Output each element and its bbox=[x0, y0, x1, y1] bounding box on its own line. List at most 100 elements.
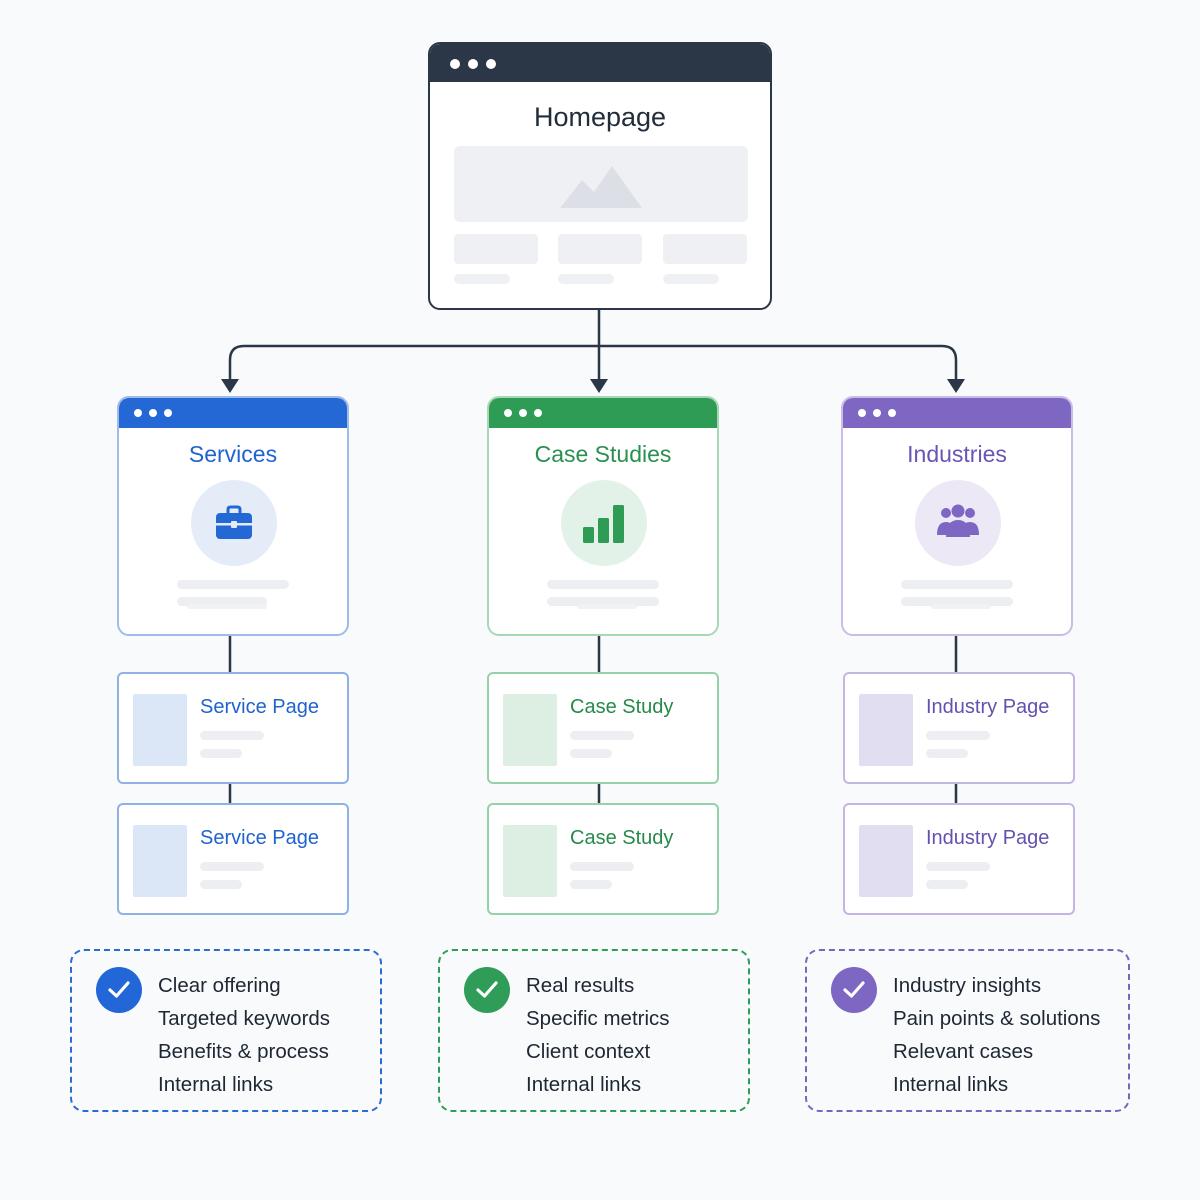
text-line-placeholder bbox=[901, 580, 1013, 589]
feature-item: Specific metrics bbox=[526, 1007, 670, 1030]
window-dot bbox=[486, 59, 496, 69]
page-thumbnail bbox=[133, 825, 187, 897]
text-line-placeholder bbox=[570, 731, 634, 740]
hero-image-placeholder bbox=[454, 146, 748, 222]
feature-item: Internal links bbox=[526, 1073, 642, 1096]
arrowhead-services bbox=[221, 379, 239, 393]
text-line-placeholder bbox=[926, 749, 968, 758]
homepage-title: Homepage bbox=[533, 102, 667, 132]
text-line-placeholder bbox=[558, 274, 614, 284]
connector-home-industries bbox=[597, 344, 958, 384]
industries-window: Industries bbox=[841, 396, 1073, 636]
text-line-placeholder bbox=[200, 880, 242, 889]
feature-item: Internal links bbox=[893, 1073, 1009, 1096]
text-line-placeholder bbox=[663, 274, 719, 284]
page-thumbnail bbox=[859, 825, 913, 897]
window-dot bbox=[149, 409, 157, 417]
case-studies-title: Case Studies bbox=[534, 441, 672, 467]
text-line-placeholder bbox=[901, 597, 1013, 606]
text-line-placeholder bbox=[177, 580, 289, 589]
text-line-placeholder bbox=[926, 731, 990, 740]
window-dot bbox=[134, 409, 142, 417]
services-icon-circle bbox=[191, 480, 277, 566]
features-list: Industry insights Pain points & solution… bbox=[893, 969, 1100, 1101]
checkmark-icon bbox=[843, 981, 865, 998]
text-line-placeholder bbox=[570, 749, 612, 758]
service-page-label: Service Page bbox=[200, 827, 319, 849]
industries-icon-circle bbox=[915, 480, 1001, 566]
content-block-placeholder bbox=[454, 234, 538, 264]
case-studies-window: Case Studies bbox=[487, 396, 719, 636]
text-line-placeholder bbox=[200, 862, 264, 871]
text-line-placeholder bbox=[454, 274, 510, 284]
window-dot bbox=[450, 59, 460, 69]
text-line-placeholder bbox=[547, 580, 659, 589]
page-thumbnail bbox=[133, 694, 187, 766]
services-features-box: Clear offering Targeted keywords Benefit… bbox=[70, 949, 382, 1112]
case-study-label: Case Study bbox=[570, 827, 674, 849]
arrowhead-cases bbox=[590, 379, 608, 393]
case-study-card: Case Study bbox=[487, 803, 719, 915]
feature-item: Clear offering bbox=[158, 974, 281, 997]
text-line-placeholder bbox=[570, 880, 612, 889]
content-block-placeholder bbox=[558, 234, 642, 264]
text-line-placeholder bbox=[570, 862, 634, 871]
feature-item: Internal links bbox=[158, 1073, 274, 1096]
services-title-bar bbox=[119, 398, 347, 428]
window-dot bbox=[468, 59, 478, 69]
text-line-placeholder bbox=[200, 731, 264, 740]
window-dot bbox=[534, 409, 542, 417]
service-page-card: Service Page bbox=[117, 672, 349, 784]
services-title: Services bbox=[188, 441, 278, 467]
homepage-title-bar bbox=[430, 44, 770, 82]
text-line-placeholder bbox=[577, 604, 637, 609]
industries-title: Industries bbox=[907, 441, 1007, 467]
checkmark-icon bbox=[108, 981, 130, 998]
features-list: Clear offering Targeted keywords Benefit… bbox=[158, 969, 330, 1101]
text-line-placeholder bbox=[177, 597, 267, 606]
service-page-label: Service Page bbox=[200, 696, 319, 718]
feature-item: Client context bbox=[526, 1040, 651, 1063]
arrowhead-industries bbox=[947, 379, 965, 393]
text-line-placeholder bbox=[931, 604, 991, 609]
case-studies-features-box: Real results Specific metrics Client con… bbox=[438, 949, 750, 1112]
industry-page-label: Industry Page bbox=[926, 696, 1050, 718]
feature-item: Targeted keywords bbox=[158, 1007, 331, 1030]
people-group-icon bbox=[937, 504, 979, 537]
text-line-placeholder bbox=[200, 749, 242, 758]
case-study-card: Case Study bbox=[487, 672, 719, 784]
connector-home-services bbox=[228, 344, 601, 384]
window-dot bbox=[504, 409, 512, 417]
page-thumbnail bbox=[503, 694, 557, 766]
window-dot bbox=[888, 409, 896, 417]
feature-item: Pain points & solutions bbox=[893, 1007, 1101, 1030]
services-window: Services bbox=[117, 396, 349, 636]
feature-item: Relevant cases bbox=[893, 1040, 1034, 1063]
bar-chart-icon bbox=[583, 505, 624, 543]
case-study-label: Case Study bbox=[570, 696, 674, 718]
feature-item: Real results bbox=[526, 974, 635, 997]
industry-page-card: Industry Page bbox=[843, 803, 1075, 915]
checkmark-badge bbox=[96, 967, 142, 1013]
features-list: Real results Specific metrics Client con… bbox=[526, 969, 670, 1101]
feature-item: Industry insights bbox=[893, 974, 1042, 997]
industry-page-card: Industry Page bbox=[843, 672, 1075, 784]
window-dot bbox=[873, 409, 881, 417]
service-page-card: Service Page bbox=[117, 803, 349, 915]
window-dot bbox=[519, 409, 527, 417]
page-thumbnail bbox=[859, 694, 913, 766]
window-dot bbox=[858, 409, 866, 417]
case-studies-icon-circle bbox=[561, 480, 647, 566]
case-studies-title-bar bbox=[489, 398, 717, 428]
briefcase-icon bbox=[216, 505, 252, 539]
industries-title-bar bbox=[843, 398, 1071, 428]
text-line-placeholder bbox=[187, 604, 267, 609]
text-line-placeholder bbox=[547, 597, 659, 606]
checkmark-badge bbox=[831, 967, 877, 1013]
text-line-placeholder bbox=[926, 880, 968, 889]
text-line-placeholder bbox=[926, 862, 990, 871]
content-block-placeholder bbox=[663, 234, 747, 264]
window-dot bbox=[164, 409, 172, 417]
industry-page-label: Industry Page bbox=[926, 827, 1050, 849]
